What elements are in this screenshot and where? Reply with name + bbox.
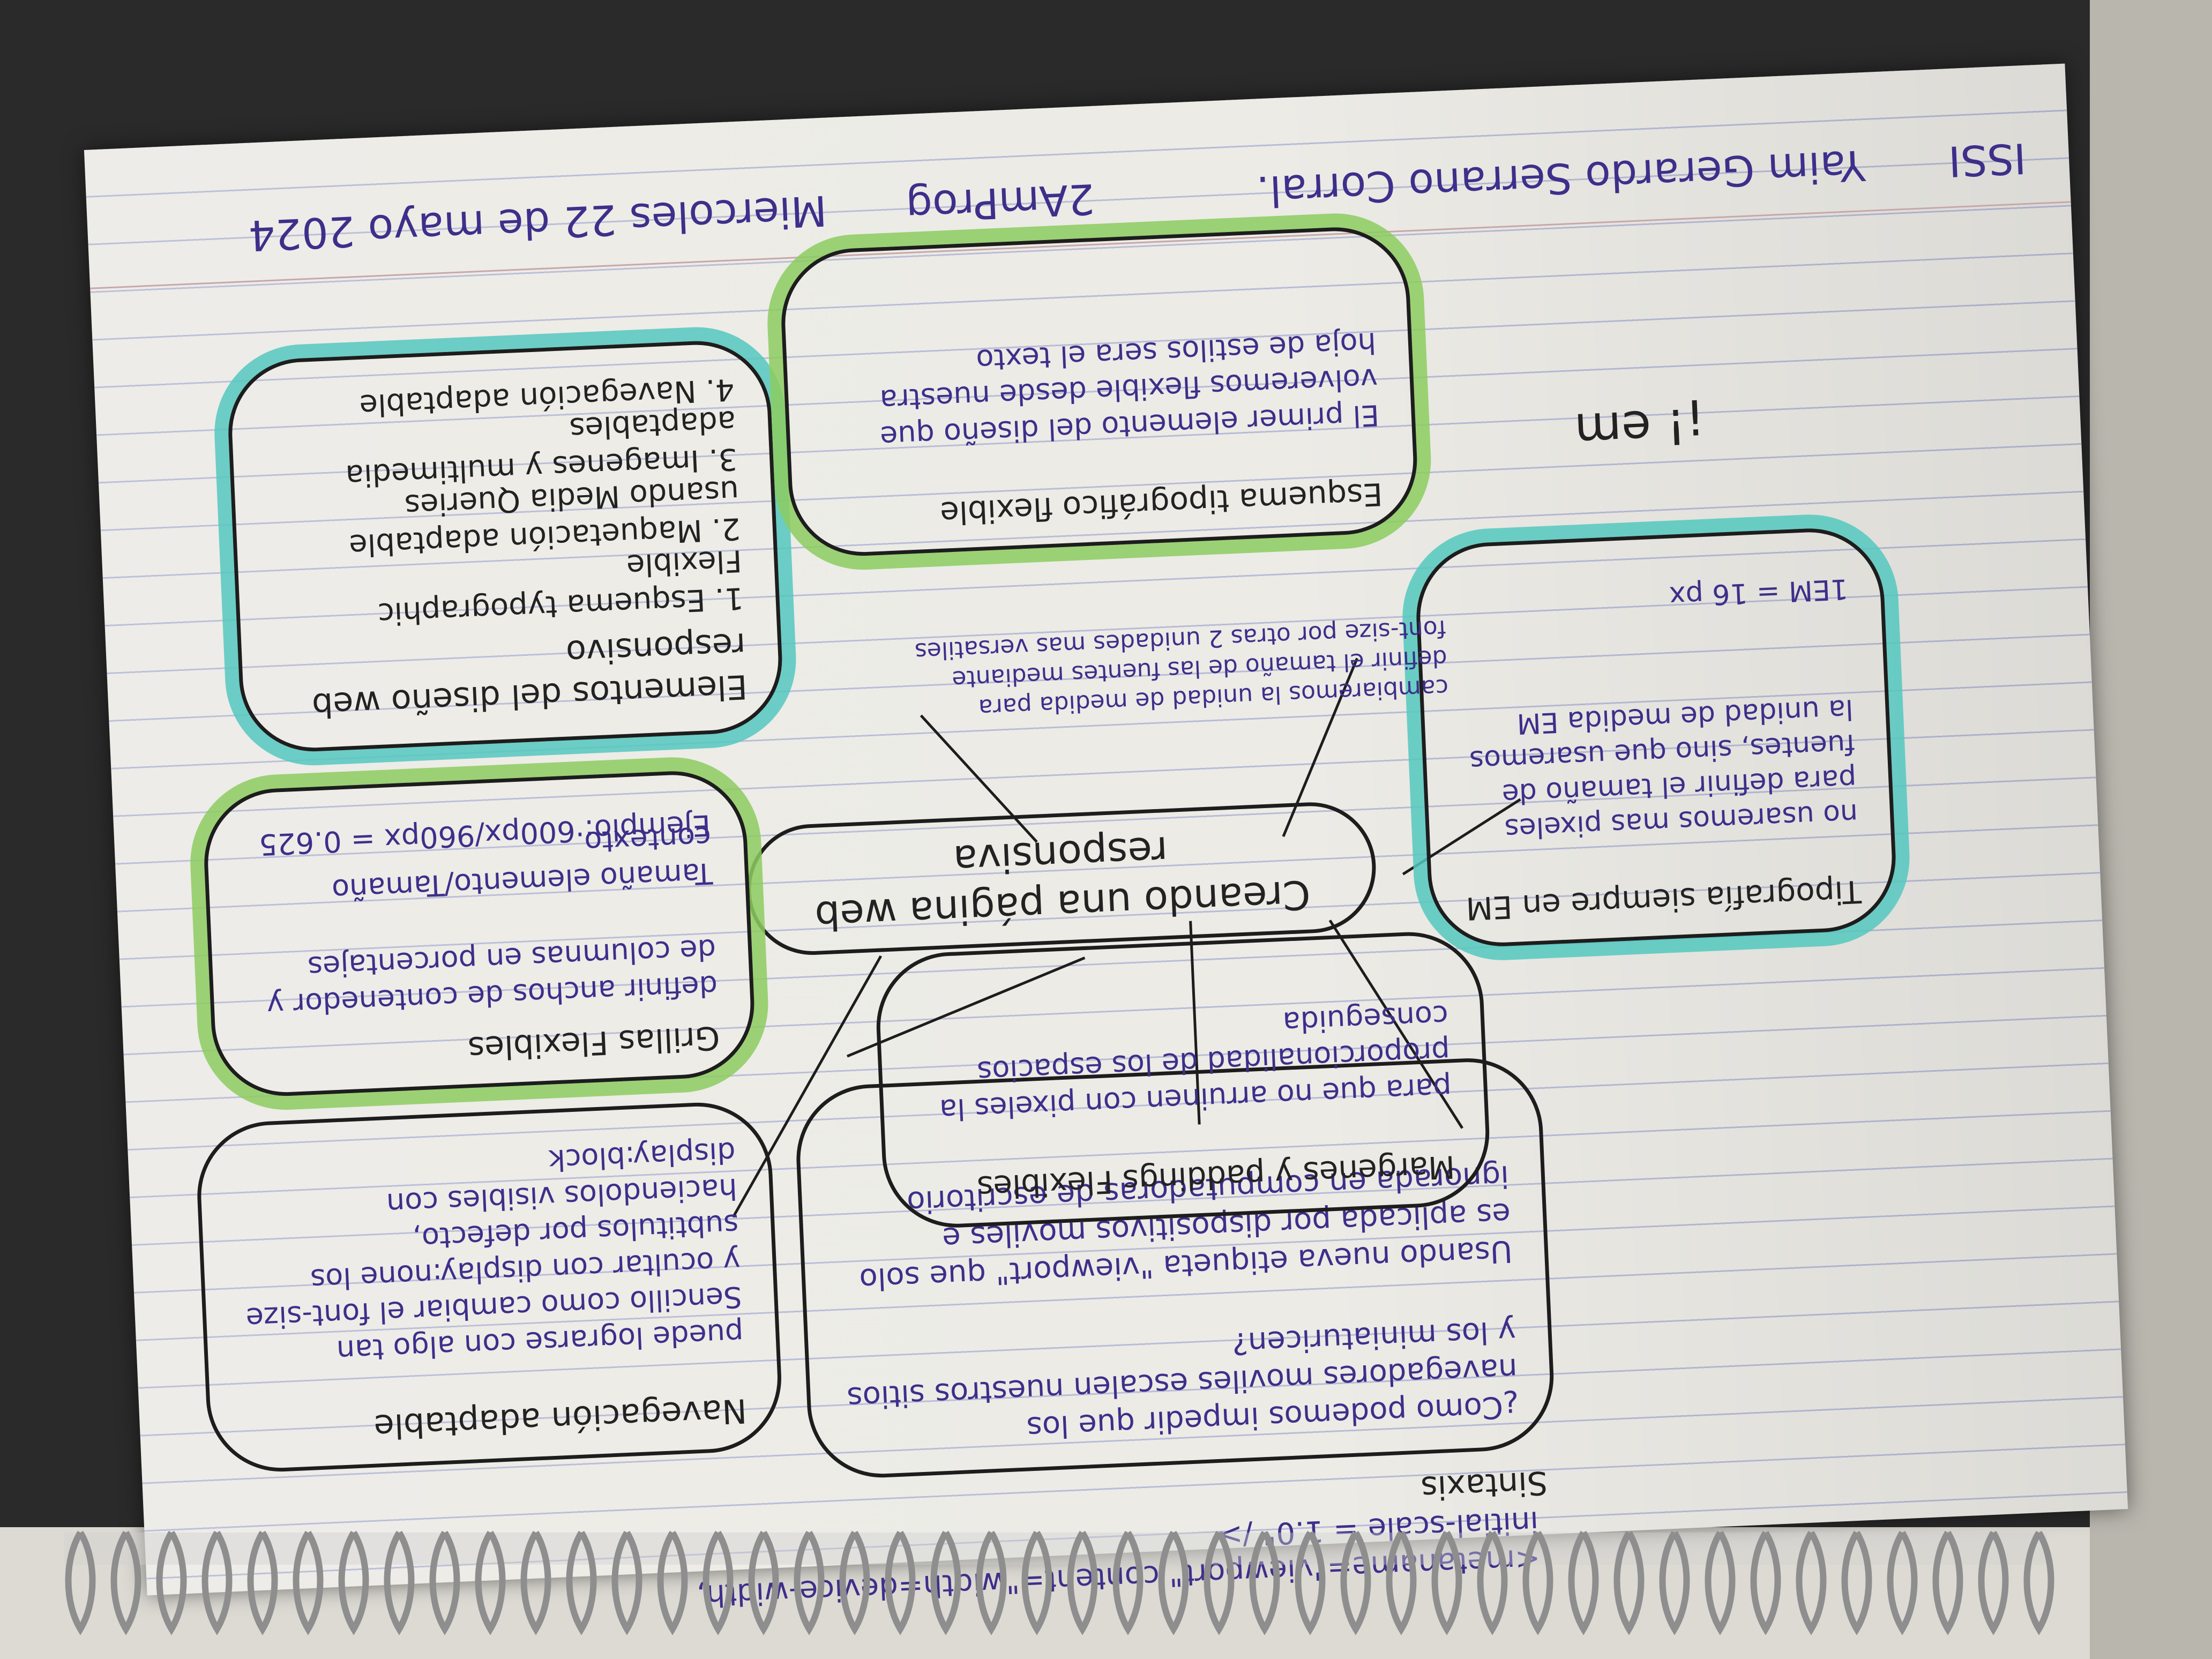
schema-cloud: Esquema tipográfico flexible El primer e… xyxy=(778,224,1421,559)
spiral-ring xyxy=(703,1530,734,1635)
navigation-cloud: Navegación adaptable puede lograrse con … xyxy=(194,1099,784,1475)
spiral-ring xyxy=(338,1530,369,1635)
spiral-ring xyxy=(1295,1530,1326,1635)
spiral-ring xyxy=(1067,1530,1098,1635)
navigation-body: puede lograrse con algo tan Sencillo com… xyxy=(245,1135,744,1368)
spiral-ring xyxy=(1431,1530,1462,1635)
spiral-ring xyxy=(1112,1530,1144,1635)
spiral-ring xyxy=(201,1530,233,1635)
notebook-page: ISSI Yaim Gerardo Serrano Corral. 2AmPro… xyxy=(84,63,2128,1613)
spiral-ring xyxy=(1705,1530,1736,1635)
margins-title: Margenes y paddings Flexibles xyxy=(976,1148,1456,1206)
elements-title: Elementos del diseño web responsivo xyxy=(311,625,749,726)
group-label: 2AmProg xyxy=(905,174,1096,231)
margins-body: para que no arruinen con pixeles la prop… xyxy=(938,998,1453,1127)
viewport-question: ¿Como podemos impedir que los navegadore… xyxy=(846,1313,1520,1445)
spiral-ring xyxy=(520,1530,551,1635)
grids-body: definir anchos de contenedor y de column… xyxy=(266,932,719,1022)
spiral-ring xyxy=(65,1530,96,1635)
spiral-ring xyxy=(384,1530,415,1635)
spiral-ring xyxy=(611,1530,642,1635)
spiral-ring xyxy=(1158,1530,1189,1635)
spiral-ring xyxy=(657,1530,688,1635)
spiral-ring xyxy=(930,1530,961,1635)
typography-body: no usaremos mas pixeles para definir el … xyxy=(1468,692,1859,845)
central-topic: Creando una página web responsiva xyxy=(813,827,1312,939)
spiral-ring xyxy=(1522,1530,1553,1635)
spiral-ring xyxy=(794,1530,825,1635)
spiral-ring xyxy=(1340,1530,1371,1635)
schema-body: El primer elemento del diseño que volver… xyxy=(879,326,1380,454)
syntax-label: Sintaxis xyxy=(1420,1463,1549,1507)
spiral-binding xyxy=(64,1530,2054,1635)
schema-title: Esquema tipográfico flexible xyxy=(939,475,1384,532)
spiral-ring xyxy=(247,1530,278,1635)
doodle-em: ¡! em xyxy=(1573,397,1707,459)
spiral-ring xyxy=(293,1530,324,1635)
elements-cloud: Elementos del diseño web responsivo 1. E… xyxy=(225,338,786,755)
spiral-ring xyxy=(1659,1530,1690,1635)
spiral-ring xyxy=(1386,1530,1417,1635)
spiral-ring xyxy=(1477,1530,1508,1635)
spiral-ring xyxy=(475,1530,506,1635)
spiral-ring xyxy=(1204,1530,1235,1635)
spiral-ring xyxy=(1613,1530,1645,1635)
grids-cloud: Grillas Flexibles definir anchos de cont… xyxy=(201,768,758,1100)
spiral-ring xyxy=(1887,1530,1918,1635)
spiral-ring xyxy=(1568,1530,1599,1635)
margins-cloud: Margenes y paddings Flexibles para que n… xyxy=(873,929,1493,1231)
school-label: ISSI xyxy=(1947,133,2027,185)
spiral-ring xyxy=(156,1530,187,1635)
typography-cloud: Tipografía siempre en EM no usaremos mas… xyxy=(1413,525,1899,950)
spiral-ring xyxy=(1796,1530,1827,1635)
navigation-title: Navegación adaptable xyxy=(373,1391,748,1447)
spiral-ring xyxy=(839,1530,870,1635)
central-topic-cloud: Creando una página web responsiva xyxy=(744,799,1379,958)
spiral-ring xyxy=(1932,1530,1963,1635)
spiral-ring xyxy=(976,1530,1007,1635)
spiral-ring xyxy=(885,1530,916,1635)
spiral-ring xyxy=(1841,1530,1872,1635)
typography-title: Tipografía siempre en EM xyxy=(1465,873,1862,927)
spiral-ring xyxy=(1978,1530,2009,1635)
spiral-ring xyxy=(748,1530,779,1635)
grids-title: Grillas Flexibles xyxy=(467,1018,721,1067)
spiral-ring xyxy=(2023,1530,2054,1635)
spiral-rings xyxy=(64,1530,2054,1635)
spiral-ring xyxy=(1021,1530,1052,1635)
spiral-ring xyxy=(1249,1530,1280,1635)
typography-equation: 1EM = 16 px xyxy=(1668,572,1849,612)
spiral-ring xyxy=(429,1530,460,1635)
spiral-ring xyxy=(1750,1530,1781,1635)
spiral-ring xyxy=(566,1530,597,1635)
spiral-ring xyxy=(110,1530,141,1635)
